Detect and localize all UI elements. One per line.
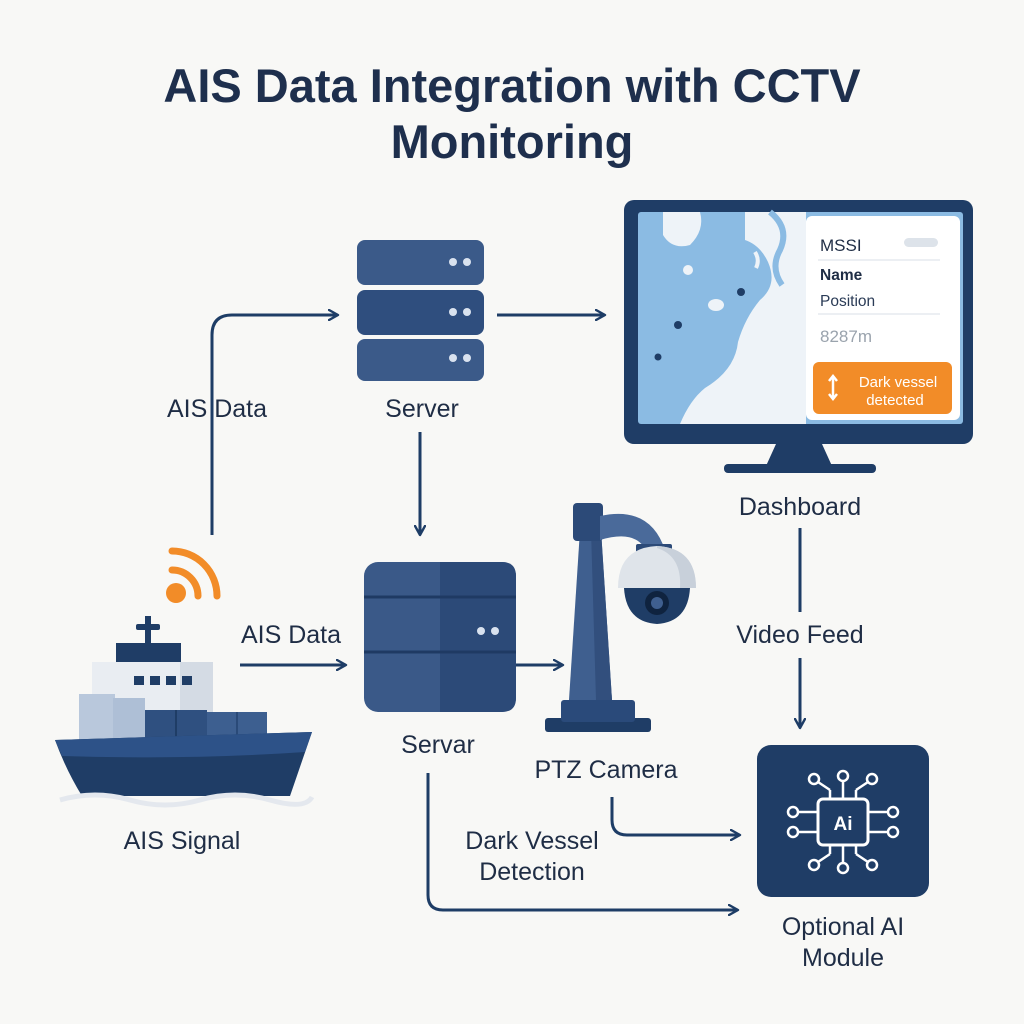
- label-servar: Servar: [401, 731, 475, 759]
- alert-box: [813, 362, 952, 414]
- panel-distance-value: 8287m: [820, 327, 872, 346]
- alert-text-line-1: Dark vessel: [859, 374, 937, 391]
- label-dashboard: Dashboard: [738, 493, 862, 521]
- ai-chip-label: Ai: [834, 814, 853, 835]
- panel-position-label: Position: [820, 293, 875, 310]
- alert-text-line-2: detected: [866, 392, 924, 409]
- ai-module: [757, 745, 929, 897]
- panel-name-label: Name: [820, 267, 863, 284]
- cargo-ship-icon: [55, 616, 315, 808]
- dashboard-monitor: [624, 200, 973, 473]
- label-video-feed: Video Feed: [706, 620, 894, 651]
- arrow-camera-to-ai: [610, 797, 740, 835]
- server-middle: [364, 562, 516, 712]
- label-ais-data-left: AIS Data: [166, 395, 268, 423]
- page-title: AIS Data Integration with CCTV Monitorin…: [0, 58, 1024, 170]
- optional-ai-line-1: Optional AI: [781, 913, 905, 941]
- arrow-mid-server-to-ai: [426, 773, 738, 910]
- title-line-2: Monitoring: [390, 115, 634, 168]
- ptz-camera: [545, 503, 696, 732]
- dark-vessel-line-2: Detection: [479, 858, 585, 886]
- label-server-top: Server: [385, 395, 459, 423]
- label-optional-ai-module: Optional AI Module: [750, 912, 936, 974]
- dark-vessel-line-1: Dark Vessel: [465, 827, 599, 855]
- panel-mssi-label: MSSI: [820, 236, 862, 255]
- map-landmass: [663, 212, 702, 247]
- label-dark-vessel-detection: Dark Vessel Detection: [440, 826, 624, 888]
- label-ais-signal: AIS Signal: [123, 827, 241, 855]
- up-down-arrow-icon: [828, 373, 838, 402]
- title-line-1: AIS Data Integration with CCTV: [163, 59, 861, 112]
- optional-ai-line-2: Module: [802, 944, 884, 972]
- arrow-ship-to-top-server: [210, 315, 338, 535]
- label-ais-data-mid: AIS Data: [240, 621, 342, 649]
- signal-icon: [166, 547, 221, 603]
- server-stack-top: [357, 240, 484, 381]
- monitor-stand: [766, 444, 832, 466]
- label-ptz-camera: PTZ Camera: [534, 756, 678, 784]
